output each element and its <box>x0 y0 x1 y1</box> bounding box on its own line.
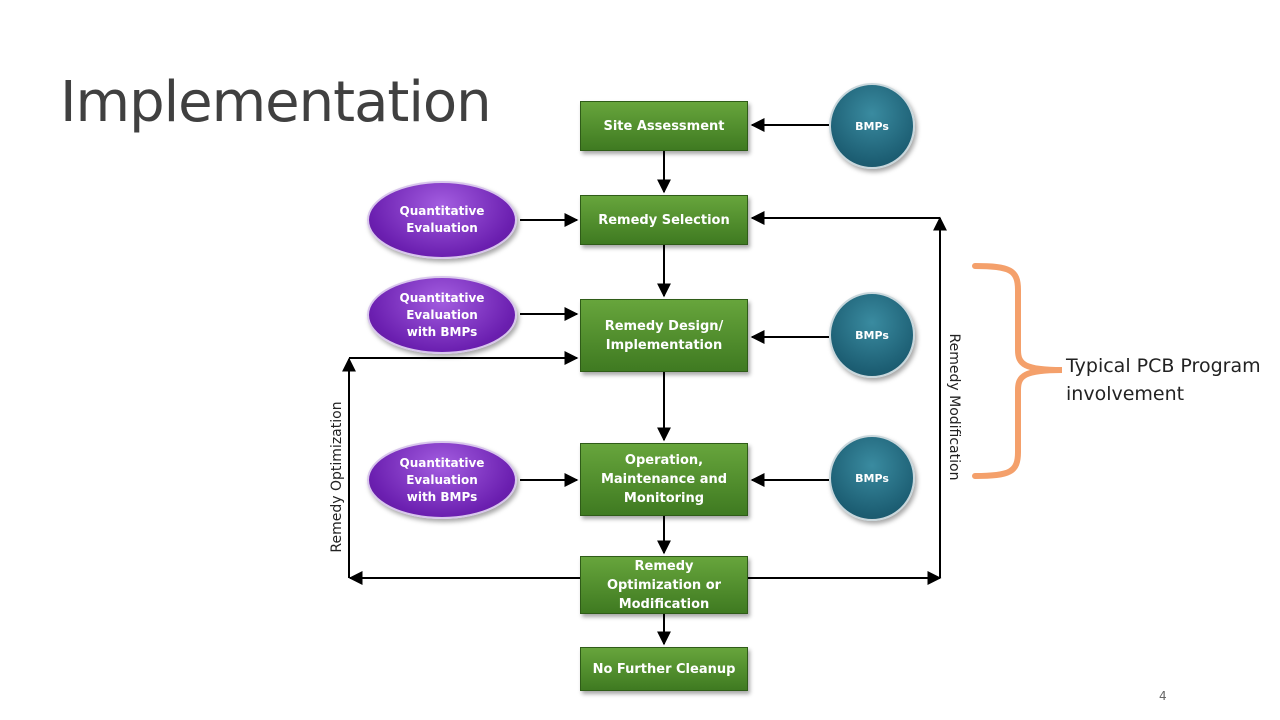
page-number: 4 <box>1159 689 1167 703</box>
bmps-label: BMPs <box>855 471 889 485</box>
pcb-program-note-line1: Typical PCB Program <box>1066 355 1261 377</box>
quantitative-evaluation-bmps-label: Quantitative Evaluation with BMPs <box>399 455 485 504</box>
remedy-optimization-loop-label: Remedy Optimization <box>329 401 345 553</box>
bmps-label: BMPs <box>855 328 889 342</box>
bmps-circle-2: BMPs <box>829 292 915 378</box>
quantitative-evaluation-bmps-oval-1: Quantitative Evaluation with BMPs <box>367 276 517 354</box>
pcb-program-note: Typical PCB Program involvement <box>1066 352 1261 408</box>
page-title: Implementation <box>60 70 492 135</box>
bmps-label: BMPs <box>855 119 889 133</box>
remedy-modification-loop-label: Remedy Modification <box>946 333 962 481</box>
quantitative-evaluation-bmps-label: Quantitative Evaluation with BMPs <box>399 290 485 339</box>
quantitative-evaluation-bmps-oval-2: Quantitative Evaluation with BMPs <box>367 441 517 519</box>
quantitative-evaluation-label: Quantitative Evaluation <box>399 204 485 235</box>
operation-maintenance-box: Operation, Maintenance and Monitoring <box>580 443 748 516</box>
no-further-cleanup-label: No Further Cleanup <box>592 661 736 677</box>
quantitative-evaluation-oval: Quantitative Evaluation <box>367 181 517 259</box>
site-assessment-label: Site Assessment <box>603 118 725 134</box>
curly-brace-icon <box>972 263 1063 479</box>
no-further-cleanup-box: No Further Cleanup <box>580 647 748 691</box>
site-assessment-box: Site Assessment <box>580 101 748 151</box>
remedy-design-label: Remedy Design/ Implementation <box>604 318 724 353</box>
remedy-design-box: Remedy Design/ Implementation <box>580 299 748 372</box>
operation-maintenance-label: Operation, Maintenance and Monitoring <box>600 453 728 506</box>
remedy-selection-box: Remedy Selection <box>580 195 748 245</box>
remedy-selection-label: Remedy Selection <box>598 212 730 228</box>
pcb-program-note-line2: involvement <box>1066 383 1185 405</box>
remedy-optimization-box: Remedy Optimization or Modification <box>580 556 748 614</box>
bmps-circle-1: BMPs <box>829 83 915 169</box>
bmps-circle-3: BMPs <box>829 435 915 521</box>
remedy-optimization-label: Remedy Optimization or Modification <box>606 558 722 612</box>
